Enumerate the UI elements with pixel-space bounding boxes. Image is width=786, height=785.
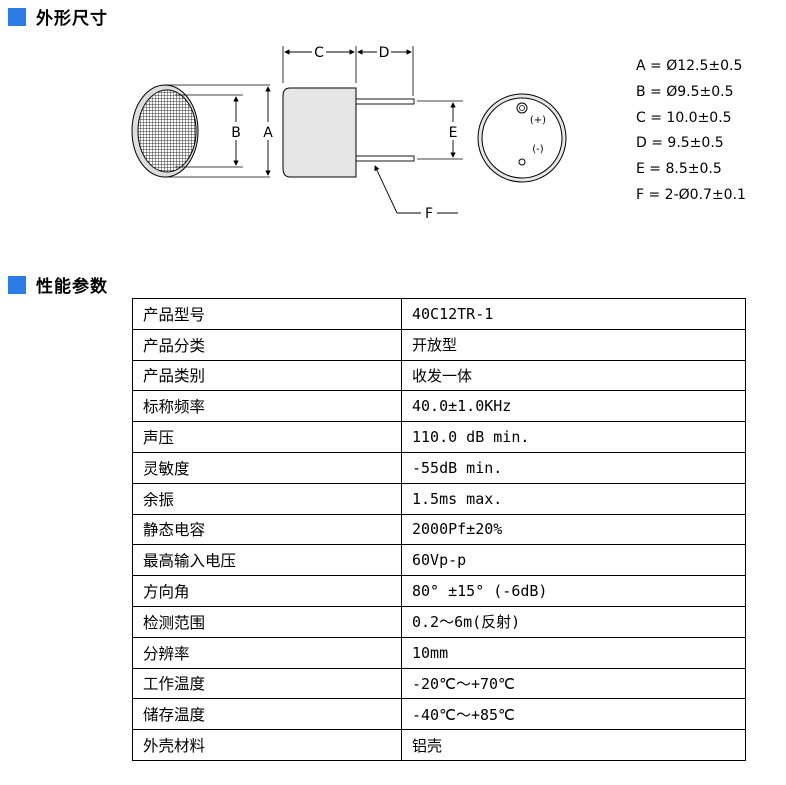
param-name: 外壳材料 <box>132 729 402 761</box>
param-name: 标称频率 <box>132 390 402 423</box>
spec-e: E = 8.5±0.5 <box>636 161 722 178</box>
param-value: 铝壳 <box>401 729 746 761</box>
table-row: 工作温度-20℃～+70℃ <box>132 667 746 700</box>
negative-label: (-) <box>532 144 544 155</box>
label-d: D <box>379 45 390 61</box>
param-name: 储存温度 <box>132 698 402 731</box>
negative-pin-icon <box>518 158 526 166</box>
param-value: 110.0 dB min. <box>401 421 746 453</box>
rear-view: (+) (-) <box>477 93 567 183</box>
table-row: 产品分类开放型 <box>132 328 746 361</box>
label-b: B <box>231 125 241 141</box>
param-name: 余振 <box>132 482 402 515</box>
param-value: 收发一体 <box>401 359 746 392</box>
param-name: 产品型号 <box>132 298 402 330</box>
spec-f: F = 2-Ø0.7±0.1 <box>636 186 746 203</box>
param-name: 产品类别 <box>132 359 402 392</box>
param-name: 分辨率 <box>132 636 402 669</box>
table-row: 外壳材料铝壳 <box>132 729 746 761</box>
param-value: -40℃～+85℃ <box>401 698 746 731</box>
param-name: 产品分类 <box>132 328 402 361</box>
spec-c: C = 10.0±0.5 <box>636 109 732 126</box>
dimensions-title: 外形尺寸 <box>36 9 108 29</box>
param-value: 40C12TR-1 <box>401 298 746 330</box>
param-value: 2000Pf±20% <box>401 513 746 546</box>
param-value: 1.5ms max. <box>401 482 746 515</box>
param-value: 80° ±15° (-6dB) <box>401 575 746 607</box>
front-mesh-view <box>131 84 271 178</box>
param-name: 检测范围 <box>132 605 402 638</box>
param-name: 方向角 <box>132 575 402 607</box>
label-f: F <box>425 206 433 222</box>
side-body-view <box>282 46 463 214</box>
param-value: 40.0±1.0KHz <box>401 390 746 423</box>
dimension-spec-list: A = Ø12.5±0.5 B = Ø9.5±0.5 C = 10.0±0.5 … <box>636 54 746 209</box>
table-row: 储存温度-40℃～+85℃ <box>132 698 746 731</box>
param-name: 灵敏度 <box>132 451 402 484</box>
param-name: 工作温度 <box>132 667 402 700</box>
label-a: A <box>263 125 273 141</box>
positive-label: (+) <box>530 115 546 126</box>
param-value: 10mm <box>401 636 746 669</box>
param-value: 0.2～6m(反射) <box>401 605 746 638</box>
spec-d: D = 9.5±0.5 <box>636 135 724 152</box>
performance-title: 性能参数 <box>36 277 108 297</box>
spec-b: B = Ø9.5±0.5 <box>636 83 734 100</box>
param-value: -20℃～+70℃ <box>401 667 746 700</box>
param-value: 60Vp-p <box>401 544 746 577</box>
table-row: 灵敏度-55dB min. <box>132 451 746 484</box>
dimensions-section-header: 外形尺寸 <box>8 4 108 29</box>
blue-square-bullet-icon <box>8 275 26 294</box>
dimension-drawing: B A C D E F <box>131 43 463 222</box>
label-c: C <box>314 45 324 61</box>
param-value: 开放型 <box>401 328 746 361</box>
performance-section-header: 性能参数 <box>8 272 108 297</box>
param-name: 声压 <box>132 421 402 453</box>
param-name: 最高输入电压 <box>132 544 402 577</box>
param-value: -55dB min. <box>401 451 746 484</box>
param-name: 静态电容 <box>132 513 402 546</box>
blue-square-bullet-icon <box>8 7 26 26</box>
label-e: E <box>449 125 458 141</box>
spec-a: A = Ø12.5±0.5 <box>636 58 743 74</box>
table-row: 产品类别收发一体 <box>132 359 746 392</box>
